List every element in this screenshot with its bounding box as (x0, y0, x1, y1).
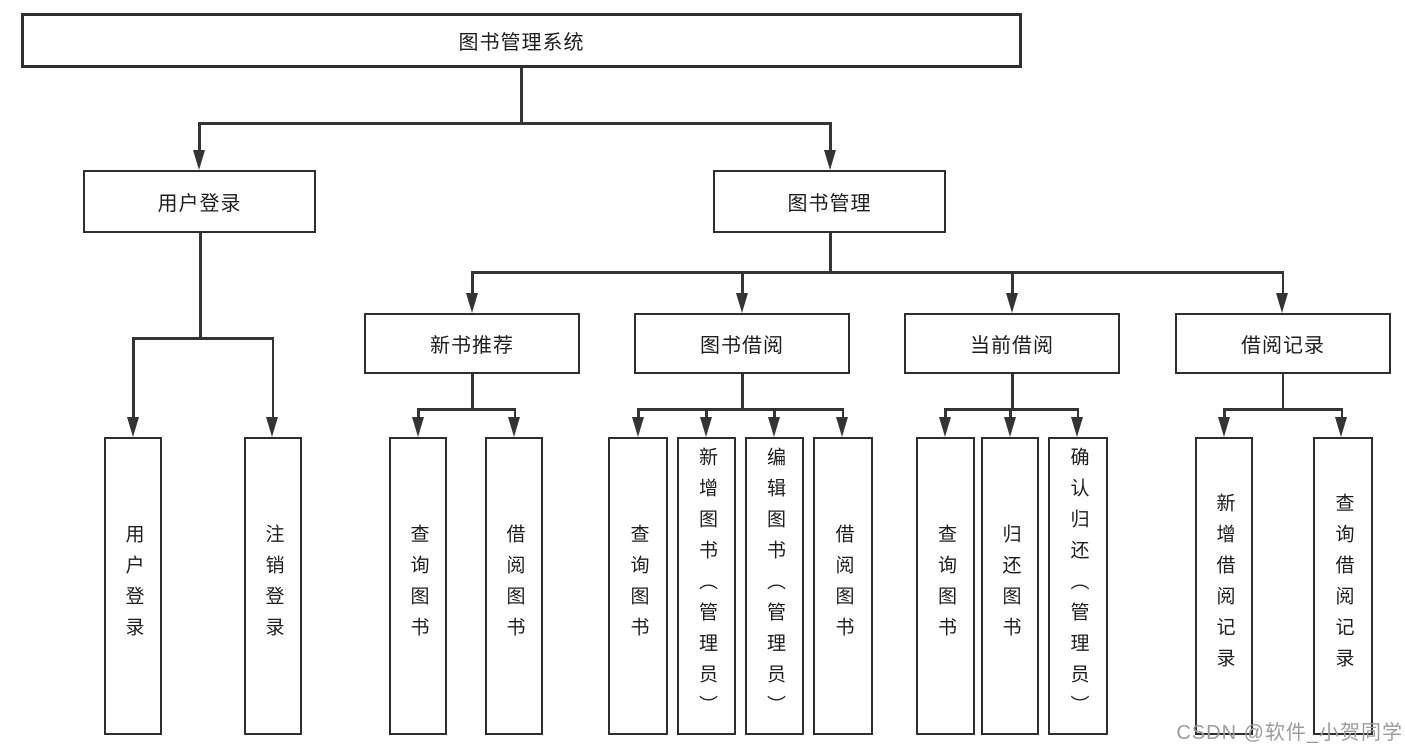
node-leaf-user-login-label: 用户登录 (122, 524, 144, 648)
arrow-down-icon (1335, 417, 1347, 437)
node-leaf-query-book-3-label: 查询图书 (935, 524, 956, 648)
arrow-down-icon (126, 417, 139, 437)
connector-new-book-rec-bar (417, 408, 516, 411)
arrow-down-icon (411, 417, 424, 437)
connector-user-login-stem (199, 233, 202, 337)
node-leaf-borrow-book-2-label: 借阅图书 (832, 524, 854, 648)
node-leaf-return-book: 归还图书 (981, 437, 1039, 735)
connector-book-mgmt-drop-3 (1011, 271, 1014, 295)
node-leaf-add-book-label: 新增图书（管理员） (696, 446, 717, 726)
connector-root-stem (520, 68, 523, 122)
node-leaf-borrow-book-1-label: 借阅图书 (503, 524, 525, 648)
connector-new-book-rec-stem (471, 374, 474, 408)
arrow-down-icon (1005, 293, 1018, 313)
connector-book-borrow-stem (741, 374, 744, 408)
arrow-down-icon (1217, 417, 1230, 437)
arrow-down-icon (938, 417, 951, 437)
connector-new-book-rec-drop-2 (513, 408, 516, 419)
arrow-down-icon (823, 150, 836, 170)
node-root-label: 图书管理系统 (458, 32, 585, 54)
connector-new-book-rec-drop-1 (417, 408, 420, 419)
connector-borrow-records-bar (1223, 408, 1343, 411)
connector-user-login-drop-1 (132, 337, 135, 419)
arrow-down-icon (508, 417, 520, 437)
arrow-down-icon (1003, 417, 1016, 437)
connector-current-borrow-bar (944, 408, 1079, 411)
connector-borrow-records-stem (1281, 374, 1284, 408)
node-new-book-rec-label: 新书推荐 (430, 335, 514, 357)
connector-book-borrow-drop-3 (773, 408, 776, 419)
node-leaf-query-book-1-label: 查询图书 (407, 524, 429, 648)
node-new-book-rec: 新书推荐 (364, 313, 580, 374)
node-leaf-query-book-3: 查询图书 (916, 437, 975, 735)
connector-book-borrow-drop-4 (841, 408, 844, 419)
connector-book-borrow-drop-2 (705, 408, 708, 419)
node-user-login-label: 用户登录 (157, 193, 242, 215)
connector-book-mgmt-bar (471, 271, 1284, 274)
arrow-down-icon (836, 417, 848, 437)
node-book-mgmt: 图书管理 (713, 170, 946, 233)
node-leaf-confirm-return-label: 确认归还（管理员） (1067, 446, 1089, 726)
node-borrow-records-label: 借阅记录 (1241, 335, 1325, 357)
connector-book-borrow-drop-1 (637, 408, 640, 419)
arrow-down-icon (266, 417, 278, 437)
node-leaf-logout: 注销登录 (244, 437, 302, 735)
node-leaf-query-book-2-label: 查询图书 (627, 524, 649, 648)
connector-borrow-records-drop-2 (1340, 408, 1343, 419)
node-book-borrow: 图书借阅 (634, 313, 850, 374)
arrow-down-icon (465, 293, 478, 313)
node-borrow-records: 借阅记录 (1175, 313, 1391, 374)
node-leaf-borrow-book-2: 借阅图书 (813, 437, 873, 735)
connector-borrow-records-drop-1 (1223, 408, 1226, 419)
arrow-down-icon (767, 417, 780, 437)
node-current-borrow-label: 当前借阅 (970, 335, 1054, 357)
connector-root-bar (198, 122, 832, 125)
node-leaf-edit-book: 编辑图书（管理员） (745, 437, 804, 735)
node-book-borrow-label: 图书借阅 (700, 335, 784, 357)
connector-current-borrow-stem (1011, 374, 1014, 408)
connector-user-login-bar (132, 337, 274, 340)
connector-current-borrow-drop-1 (944, 408, 947, 419)
connector-book-mgmt-drop-2 (741, 271, 744, 295)
arrow-down-icon (631, 417, 644, 437)
connector-book-mgmt-stem (829, 233, 832, 271)
node-book-mgmt-label: 图书管理 (787, 193, 872, 215)
connector-book-mgmt-drop-1 (471, 271, 474, 295)
node-root: 图书管理系统 (21, 13, 1022, 68)
node-leaf-logout-label: 注销登录 (262, 524, 284, 648)
node-leaf-add-borrow-record: 新增借阅记录 (1195, 437, 1253, 735)
connector-root-drop-right (829, 122, 832, 152)
arrow-down-icon (699, 417, 712, 437)
node-user-login: 用户登录 (83, 170, 316, 233)
node-leaf-confirm-return: 确认归还（管理员） (1048, 437, 1108, 735)
watermark: CSDN @软件_小贺同学 (1176, 722, 1403, 744)
connector-current-borrow-drop-2 (1009, 408, 1012, 419)
node-leaf-edit-book-label: 编辑图书（管理员） (764, 446, 785, 726)
node-leaf-query-borrow-record-label: 查询借阅记录 (1332, 493, 1354, 679)
node-leaf-query-borrow-record: 查询借阅记录 (1313, 437, 1373, 735)
node-leaf-query-book-1: 查询图书 (389, 437, 447, 735)
connector-user-login-drop-2 (271, 337, 274, 419)
node-current-borrow: 当前借阅 (904, 313, 1120, 374)
arrow-down-icon (735, 293, 748, 313)
arrow-down-icon (1276, 293, 1288, 313)
arrow-down-icon (192, 150, 205, 170)
node-leaf-add-book: 新增图书（管理员） (677, 437, 736, 735)
node-leaf-return-book-label: 归还图书 (999, 524, 1021, 648)
node-leaf-add-borrow-record-label: 新增借阅记录 (1213, 493, 1235, 679)
connector-book-mgmt-drop-4 (1281, 271, 1284, 295)
node-leaf-user-login: 用户登录 (104, 437, 162, 735)
connector-book-borrow-bar (637, 408, 844, 411)
node-leaf-borrow-book-1: 借阅图书 (485, 437, 543, 735)
arrow-down-icon (1071, 417, 1083, 437)
connector-root-drop-left (198, 122, 201, 152)
node-leaf-query-book-2: 查询图书 (608, 437, 668, 735)
connector-current-borrow-drop-3 (1076, 408, 1079, 419)
